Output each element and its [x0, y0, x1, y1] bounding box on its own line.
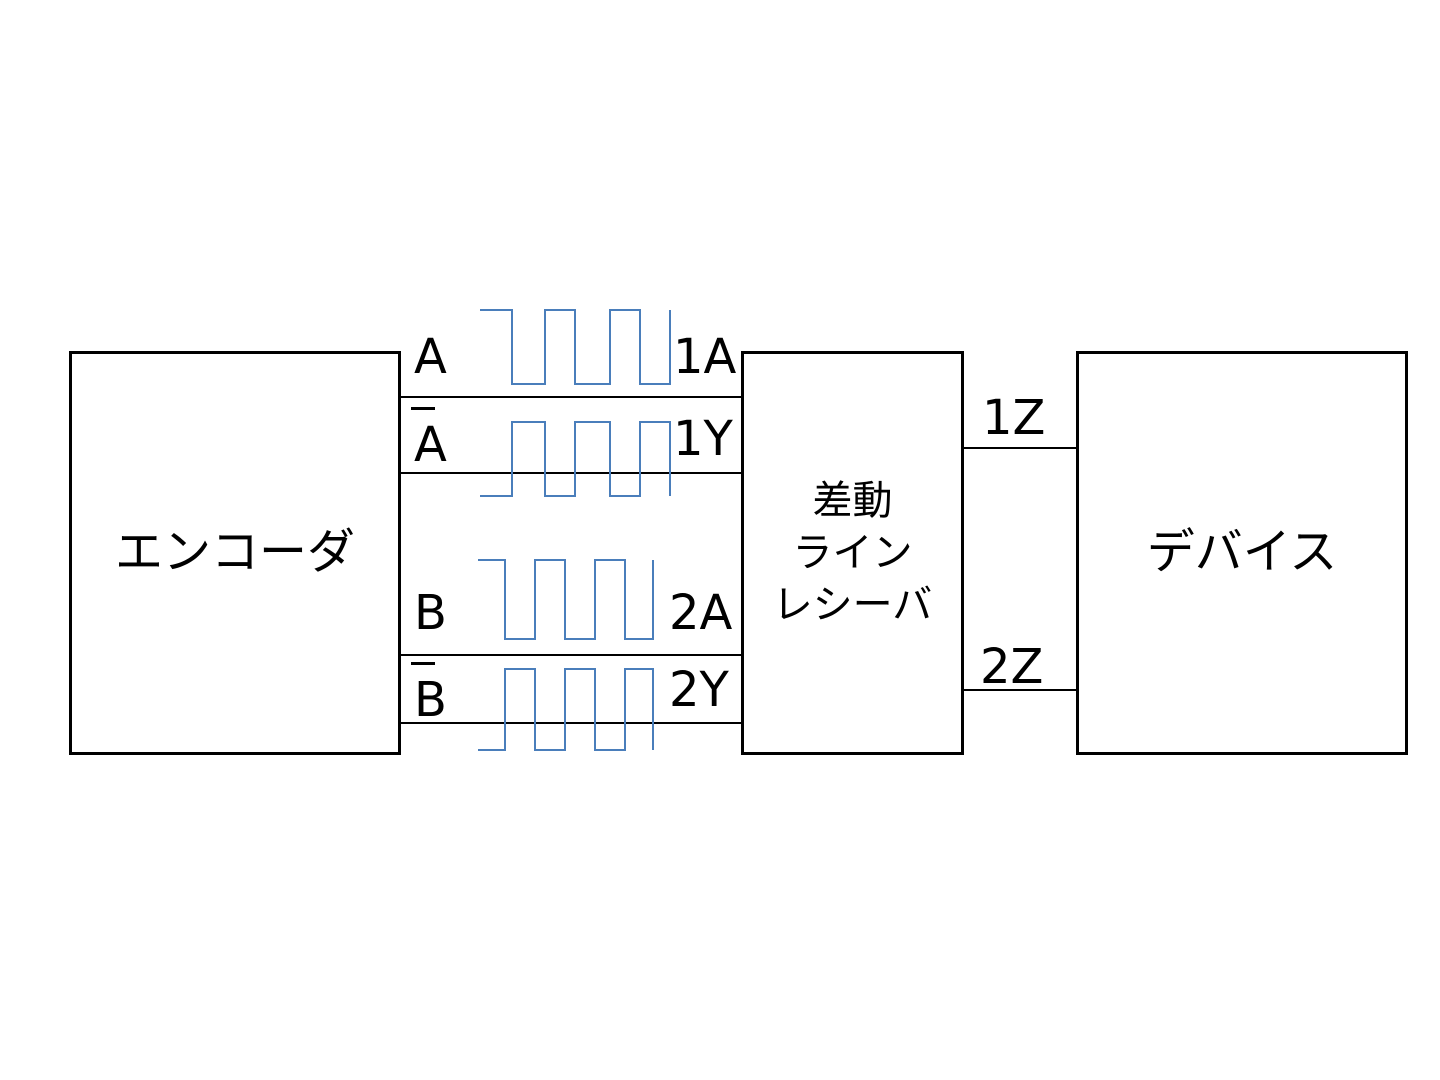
- wire-b-bar: [401, 722, 741, 724]
- signal-a-overbar: [411, 407, 435, 410]
- signal-b-overbar: [411, 662, 435, 665]
- wire-1z: [964, 447, 1076, 449]
- waveform-a-bar: [480, 421, 671, 497]
- wire-a-bar: [401, 472, 741, 474]
- pin-2y-label: 2Y: [669, 662, 729, 718]
- signal-a-bar-label: A: [414, 417, 447, 473]
- waveform-a: [480, 309, 671, 385]
- wire-a: [401, 396, 741, 398]
- waveform-b-bar: [478, 668, 654, 751]
- signal-b-bar-label: B: [414, 672, 447, 728]
- differential-line-receiver-block: 差動 ライン レシーバ: [741, 351, 964, 755]
- pin-1y-label: 1Y: [673, 411, 733, 467]
- pin-2a-label: 2A: [669, 585, 733, 641]
- device-block: デバイス: [1076, 351, 1408, 755]
- device-label: デバイス: [1146, 524, 1338, 581]
- wire-b: [401, 654, 741, 656]
- wire-2z: [964, 689, 1076, 691]
- waveform-b: [478, 559, 654, 640]
- signal-a-label: A: [414, 329, 447, 385]
- pin-1z-label: 1Z: [982, 390, 1046, 446]
- signal-b-label: B: [414, 585, 447, 641]
- pin-2z-label: 2Z: [980, 639, 1044, 695]
- receiver-label: 差動 ライン レシーバ: [772, 478, 933, 628]
- encoder-label: エンコーダ: [114, 524, 355, 581]
- encoder-block: エンコーダ: [69, 351, 401, 755]
- pin-1a-label: 1A: [673, 329, 737, 385]
